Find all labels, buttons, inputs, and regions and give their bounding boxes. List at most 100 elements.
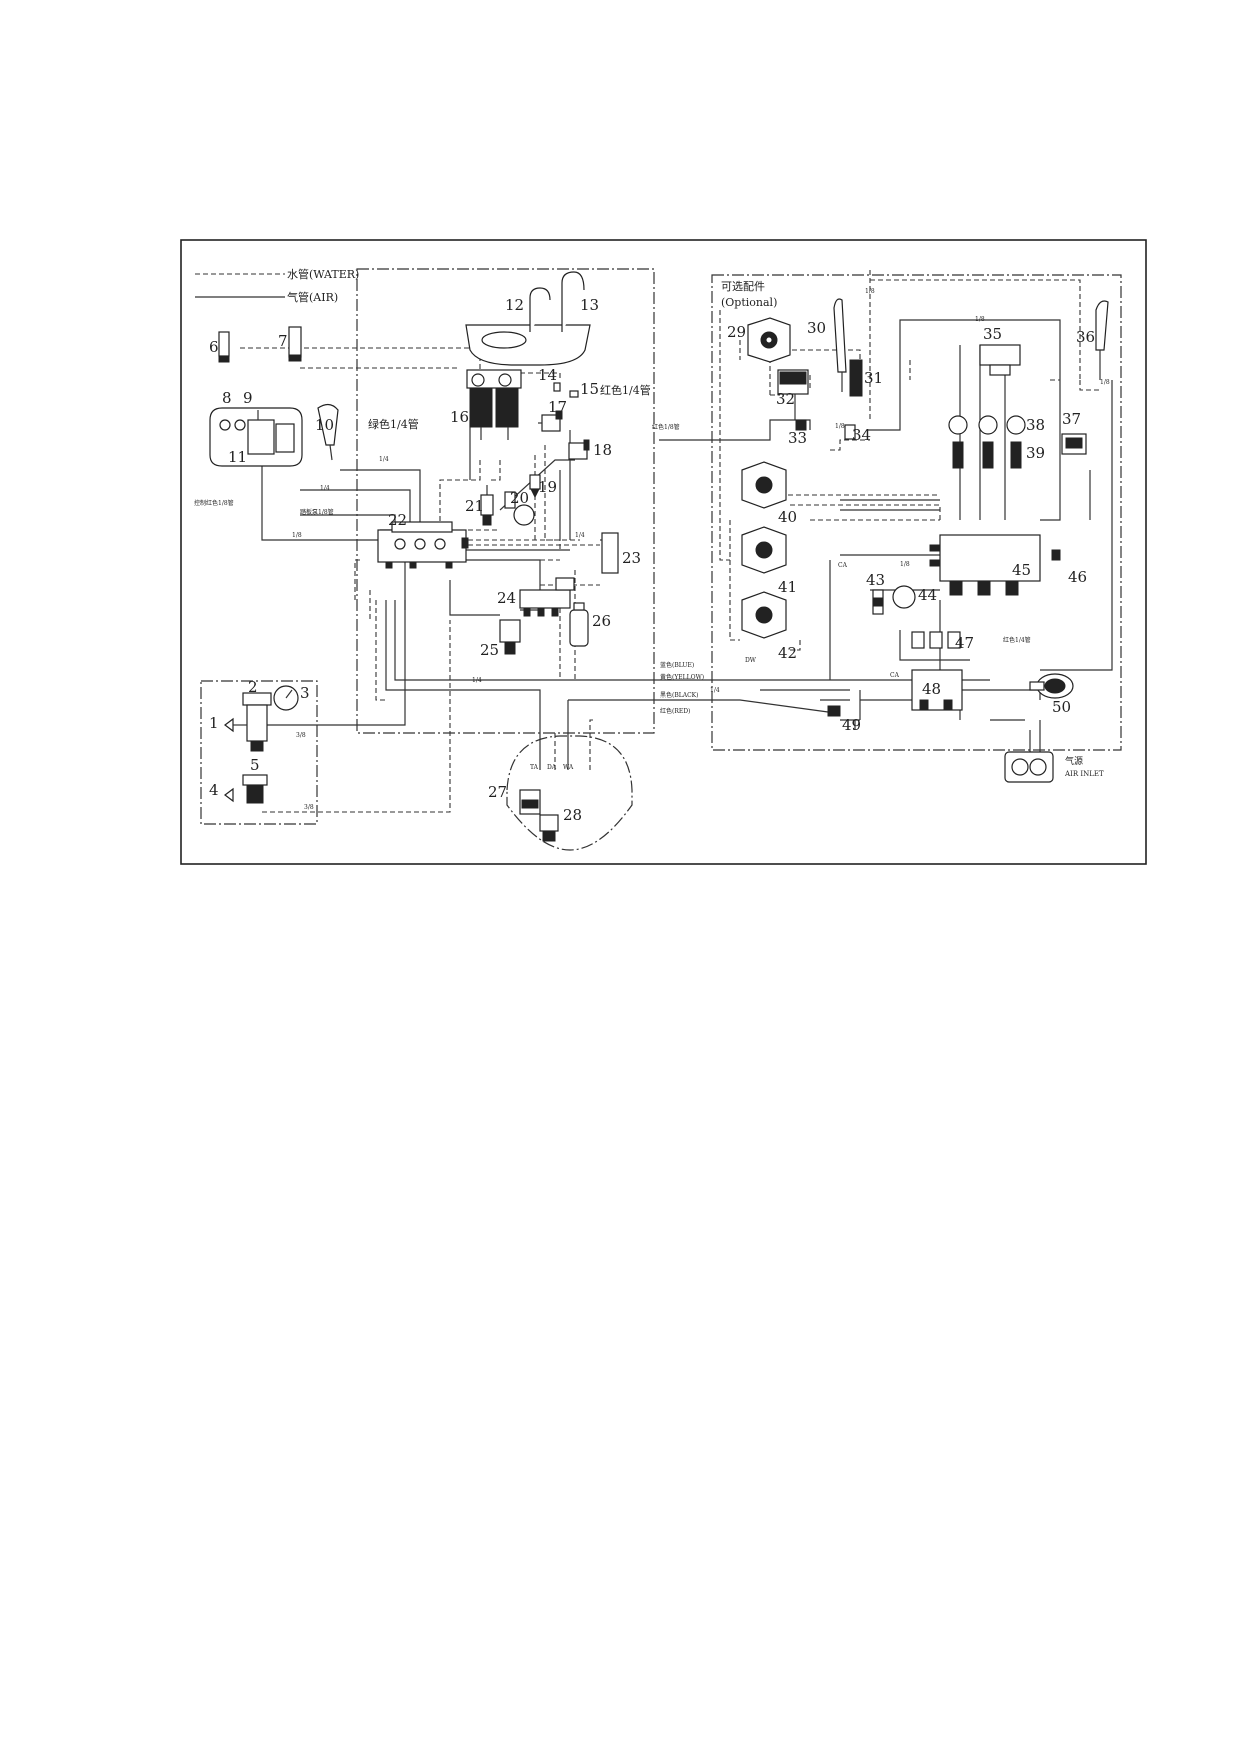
component-18: [568, 439, 590, 460]
component-34: [844, 424, 856, 440]
label-red-eighth: 红色1/8管: [652, 423, 680, 431]
component-38: [948, 415, 1026, 435]
size-tag-quarter-5: 1/4: [575, 532, 585, 539]
number-28: 28: [563, 806, 582, 824]
number-4: 4: [209, 781, 219, 799]
component-44: [892, 585, 916, 609]
component-15: [569, 390, 579, 398]
size-tag-quarter-2: 1/4: [320, 485, 330, 492]
legend: 水管(WATER) 气管(AIR): [195, 267, 359, 304]
number-14: 14: [538, 366, 557, 384]
air-inlet-label-cn: 气源: [1065, 755, 1083, 767]
number-17: 17: [548, 398, 567, 416]
component-47: [911, 631, 961, 649]
number-38: 38: [1026, 416, 1045, 434]
number-13: 13: [580, 296, 599, 314]
number-50: 50: [1052, 698, 1071, 716]
component-17: [538, 410, 563, 432]
number-41: 41: [778, 578, 797, 596]
number-30: 30: [807, 319, 826, 337]
component-39: [952, 441, 1022, 469]
number-6: 6: [209, 338, 219, 356]
size-tag-three-eighth-1: 3/8: [296, 732, 306, 739]
diagram-frame: [180, 239, 1147, 865]
number-18: 18: [593, 441, 612, 459]
number-24: 24: [497, 589, 516, 607]
spittoon-basin: [465, 271, 591, 366]
number-3: 3: [300, 684, 310, 702]
number-16: 16: [450, 408, 469, 426]
optional-box: [711, 274, 1122, 751]
number-47: 47: [955, 634, 974, 652]
number-20: 20: [510, 489, 529, 507]
size-tag-dw: DW: [745, 657, 757, 664]
optional-title-en: (Optional): [721, 296, 777, 309]
number-36: 36: [1076, 328, 1095, 346]
pipe-labels: 绿色1/4管 红色1/4管 红色1/8管 控制红色1/8管 踏板泵1/8管 红色…: [194, 383, 1031, 715]
number-34: 34: [852, 426, 871, 444]
component-numbers: 1 2 3 4 5 6 7 8 9 10 11 12 13 14 15 16 1…: [209, 296, 1095, 824]
component-30: [833, 298, 847, 392]
component-48: [911, 669, 963, 711]
number-1: 1: [209, 714, 219, 732]
optional-title-cn: 可选配件: [721, 280, 765, 293]
air-inlet: 气源 AIR INLET: [1004, 751, 1104, 783]
number-22: 22: [388, 511, 407, 529]
label-red: 红色(RED): [660, 707, 690, 715]
size-tag-three-eighth-2: 3/8: [304, 804, 314, 811]
number-27: 27: [488, 783, 507, 801]
size-tag-quarter-3: 1/4: [472, 677, 482, 684]
size-tag-quarter-1: 1/4: [379, 456, 389, 463]
number-32: 32: [776, 390, 795, 408]
label-blue: 蓝色(BLUE): [660, 661, 694, 669]
number-46: 46: [1068, 568, 1087, 586]
number-33: 33: [788, 429, 807, 447]
component-36: [1095, 300, 1109, 380]
number-25: 25: [480, 641, 499, 659]
component-20: [504, 491, 535, 526]
component-6: [218, 331, 230, 363]
number-7: 7: [278, 332, 288, 350]
number-45: 45: [1012, 561, 1031, 579]
legend-water-label: 水管(WATER): [287, 267, 359, 281]
number-37: 37: [1062, 410, 1081, 428]
size-tag-eighth-1: 1/8: [292, 532, 302, 539]
number-2: 2: [248, 678, 258, 696]
air-inlet-label-en: AIR INLET: [1064, 770, 1104, 778]
number-26: 26: [592, 612, 611, 630]
component-32: [777, 369, 809, 420]
size-tag-ca-1: CA: [838, 562, 848, 569]
component-5: [224, 774, 268, 804]
size-tag-eighth-2: 1/8: [835, 423, 845, 430]
component-22: [377, 521, 469, 569]
label-control-pipe: 控制红色1/8管: [194, 499, 234, 507]
size-tag-wa: WA: [563, 764, 574, 771]
number-21: 21: [465, 497, 484, 515]
size-tag-quarter-4: 1/4: [710, 687, 720, 694]
label-red-quarter-right: 红色1/4管: [1003, 636, 1031, 644]
number-5: 5: [250, 756, 260, 774]
component-37: [1061, 433, 1087, 455]
number-12: 12: [505, 296, 524, 314]
size-tag-eighth-4: 1/8: [1100, 379, 1110, 386]
floor-box: [506, 735, 633, 851]
number-29: 29: [727, 323, 746, 341]
component-23: [600, 532, 619, 574]
component-42: [741, 591, 787, 639]
number-15: 15: [580, 380, 599, 398]
component-35: [979, 344, 1021, 376]
number-31: 31: [864, 369, 883, 387]
component-49: [827, 705, 841, 717]
component-28: [539, 814, 559, 842]
component-50: [1029, 673, 1074, 699]
number-42: 42: [778, 644, 797, 662]
number-11: 11: [228, 448, 247, 466]
component-31: [849, 359, 863, 397]
component-29: [747, 317, 791, 363]
number-40: 40: [778, 508, 797, 526]
foot-control: [209, 407, 303, 467]
component-10: [317, 403, 339, 461]
component-19: [529, 474, 541, 499]
component-26: [569, 602, 589, 647]
size-tag-da: DA: [547, 764, 557, 771]
